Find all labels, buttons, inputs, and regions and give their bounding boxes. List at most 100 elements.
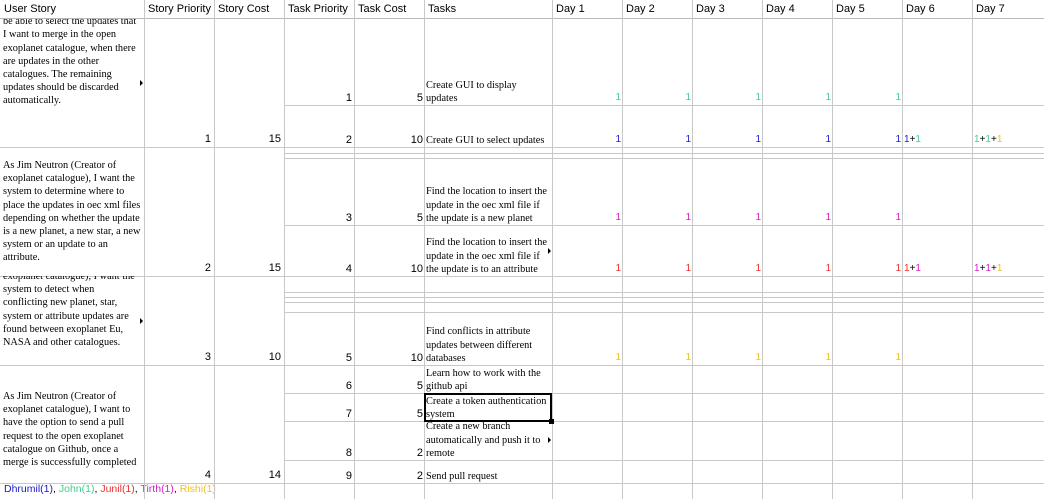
- column-header[interactable]: User Story: [4, 3, 56, 15]
- column-header[interactable]: Day 4: [766, 3, 795, 15]
- overflow-indicator-icon: [548, 248, 551, 254]
- day-hours-value[interactable]: 1: [615, 92, 621, 103]
- day-hours-value[interactable]: 1: [895, 263, 901, 274]
- selected-cell-cursor[interactable]: [424, 393, 552, 422]
- selection-fill-handle[interactable]: [549, 419, 554, 424]
- day-hours-value[interactable]: 1: [755, 212, 761, 223]
- task-cost[interactable]: 5: [416, 212, 423, 224]
- task-description[interactable]: Create GUI to select updates: [426, 105, 550, 147]
- task-text: Send pull request: [426, 470, 498, 482]
- task-text: Create a token authentication system: [426, 395, 547, 420]
- day-hours-value[interactable]: 1: [755, 352, 761, 363]
- task-description[interactable]: Create GUI to display updates: [426, 19, 550, 105]
- day-hours-part: +: [990, 263, 997, 274]
- column-header[interactable]: Story Cost: [218, 3, 270, 15]
- task-description[interactable]: Find the location to insert the update i…: [426, 163, 550, 225]
- column-divider: [214, 0, 215, 499]
- task-cost[interactable]: 10: [410, 263, 423, 275]
- task-priority[interactable]: 9: [345, 470, 352, 482]
- day-hours-value[interactable]: 1: [685, 263, 691, 274]
- column-header[interactable]: Day 7: [976, 3, 1005, 15]
- day-hours-part: 1: [974, 134, 980, 145]
- task-cost[interactable]: 5: [416, 92, 423, 104]
- user-story-cell[interactable]: exoplanet catalogue), I want the system …: [3, 276, 141, 364]
- task-priority[interactable]: 1: [345, 92, 352, 104]
- task-cost[interactable]: 10: [410, 134, 423, 146]
- task-description[interactable]: Send pull request: [426, 460, 550, 483]
- story-priority[interactable]: 4: [204, 469, 211, 481]
- day-hours-value[interactable]: 1: [615, 263, 621, 274]
- user-story-cell[interactable]: As Jim Neutron (Creator of exoplanet cat…: [3, 147, 141, 275]
- empty-row-divider: [284, 153, 1044, 154]
- task-description[interactable]: Create a new branch automatically and pu…: [426, 421, 550, 460]
- day-hours-value[interactable]: 1: [895, 134, 901, 145]
- task-description[interactable]: Create a token authentication system: [426, 393, 550, 421]
- day-hours-sum[interactable]: 1+1+1: [974, 263, 1002, 274]
- day-hours-value[interactable]: 1: [615, 134, 621, 145]
- day-hours-sum[interactable]: 1+1: [904, 134, 921, 145]
- day-hours-value[interactable]: 1: [755, 92, 761, 103]
- column-header[interactable]: Story Priority: [148, 3, 211, 15]
- legend-count: (1): [121, 483, 135, 495]
- story-row-divider: [0, 365, 284, 366]
- column-header[interactable]: Day 1: [556, 3, 585, 15]
- day-hours-value[interactable]: 1: [755, 263, 761, 274]
- day-hours-value[interactable]: 1: [615, 352, 621, 363]
- day-hours-value[interactable]: 1: [685, 352, 691, 363]
- header-row: User Story Story Priority Story Cost Task P…: [0, 0, 1044, 19]
- task-priority[interactable]: 3: [345, 212, 352, 224]
- task-cost[interactable]: 2: [416, 447, 423, 459]
- day-hours-sum[interactable]: 1+1+1: [974, 134, 1002, 145]
- story-cost[interactable]: 15: [268, 133, 281, 145]
- day-hours-part: 1: [915, 263, 921, 274]
- task-cost[interactable]: 5: [416, 408, 423, 420]
- legend-separator: ,: [134, 483, 141, 495]
- column-divider: [144, 0, 145, 499]
- day-hours-value[interactable]: 1: [825, 212, 831, 223]
- column-header[interactable]: Task Priority: [288, 3, 348, 15]
- user-story-cell[interactable]: exoplanet catalogue), I want to be able …: [3, 19, 141, 146]
- column-header[interactable]: Day 6: [906, 3, 935, 15]
- story-cost[interactable]: 14: [268, 469, 281, 481]
- task-description[interactable]: Find conflicts in attribute updates betw…: [426, 306, 550, 365]
- day-hours-value[interactable]: 1: [825, 134, 831, 145]
- story-cost[interactable]: 10: [268, 351, 281, 363]
- column-header[interactable]: Day 3: [696, 3, 725, 15]
- column-header[interactable]: Tasks: [428, 3, 457, 15]
- task-description[interactable]: Learn how to work with the github api: [426, 365, 550, 393]
- overflow-indicator-icon: [140, 318, 143, 324]
- day-hours-value[interactable]: 1: [895, 352, 901, 363]
- story-priority[interactable]: 2: [204, 262, 211, 274]
- day-hours-value[interactable]: 1: [895, 92, 901, 103]
- task-cost[interactable]: 2: [416, 470, 423, 482]
- story-priority[interactable]: 3: [204, 351, 211, 363]
- task-cost[interactable]: 10: [410, 352, 423, 364]
- day-hours-value[interactable]: 1: [685, 212, 691, 223]
- day-hours-value[interactable]: 1: [825, 92, 831, 103]
- day-hours-value[interactable]: 1: [895, 212, 901, 223]
- day-hours-value[interactable]: 1: [825, 263, 831, 274]
- column-header[interactable]: Day 2: [626, 3, 655, 15]
- column-header[interactable]: Task Cost: [358, 3, 407, 15]
- day-hours-sum[interactable]: 1+1: [904, 263, 921, 274]
- task-priority[interactable]: 6: [345, 380, 352, 392]
- task-cost[interactable]: 5: [416, 380, 423, 392]
- day-hours-value[interactable]: 1: [755, 134, 761, 145]
- task-priority[interactable]: 7: [345, 408, 352, 420]
- day-hours-value[interactable]: 1: [685, 134, 691, 145]
- day-hours-value[interactable]: 1: [825, 352, 831, 363]
- story-cost[interactable]: 15: [268, 262, 281, 274]
- user-story-text: exoplanet catalogue), I want the system …: [3, 276, 135, 349]
- task-description[interactable]: Find the location to insert the update i…: [426, 225, 550, 276]
- day-hours-value[interactable]: 1: [685, 92, 691, 103]
- story-priority[interactable]: 1: [204, 133, 211, 145]
- task-priority[interactable]: 4: [345, 263, 352, 275]
- column-header[interactable]: Day 5: [836, 3, 865, 15]
- task-priority[interactable]: 5: [345, 352, 352, 364]
- user-story-cell[interactable]: As Jim Neutron (Creator of exoplanet cat…: [3, 365, 141, 482]
- task-priority[interactable]: 8: [345, 447, 352, 459]
- day-hours-value[interactable]: 1: [615, 212, 621, 223]
- task-priority[interactable]: 2: [345, 134, 352, 146]
- day-hours-part: 1: [915, 134, 921, 145]
